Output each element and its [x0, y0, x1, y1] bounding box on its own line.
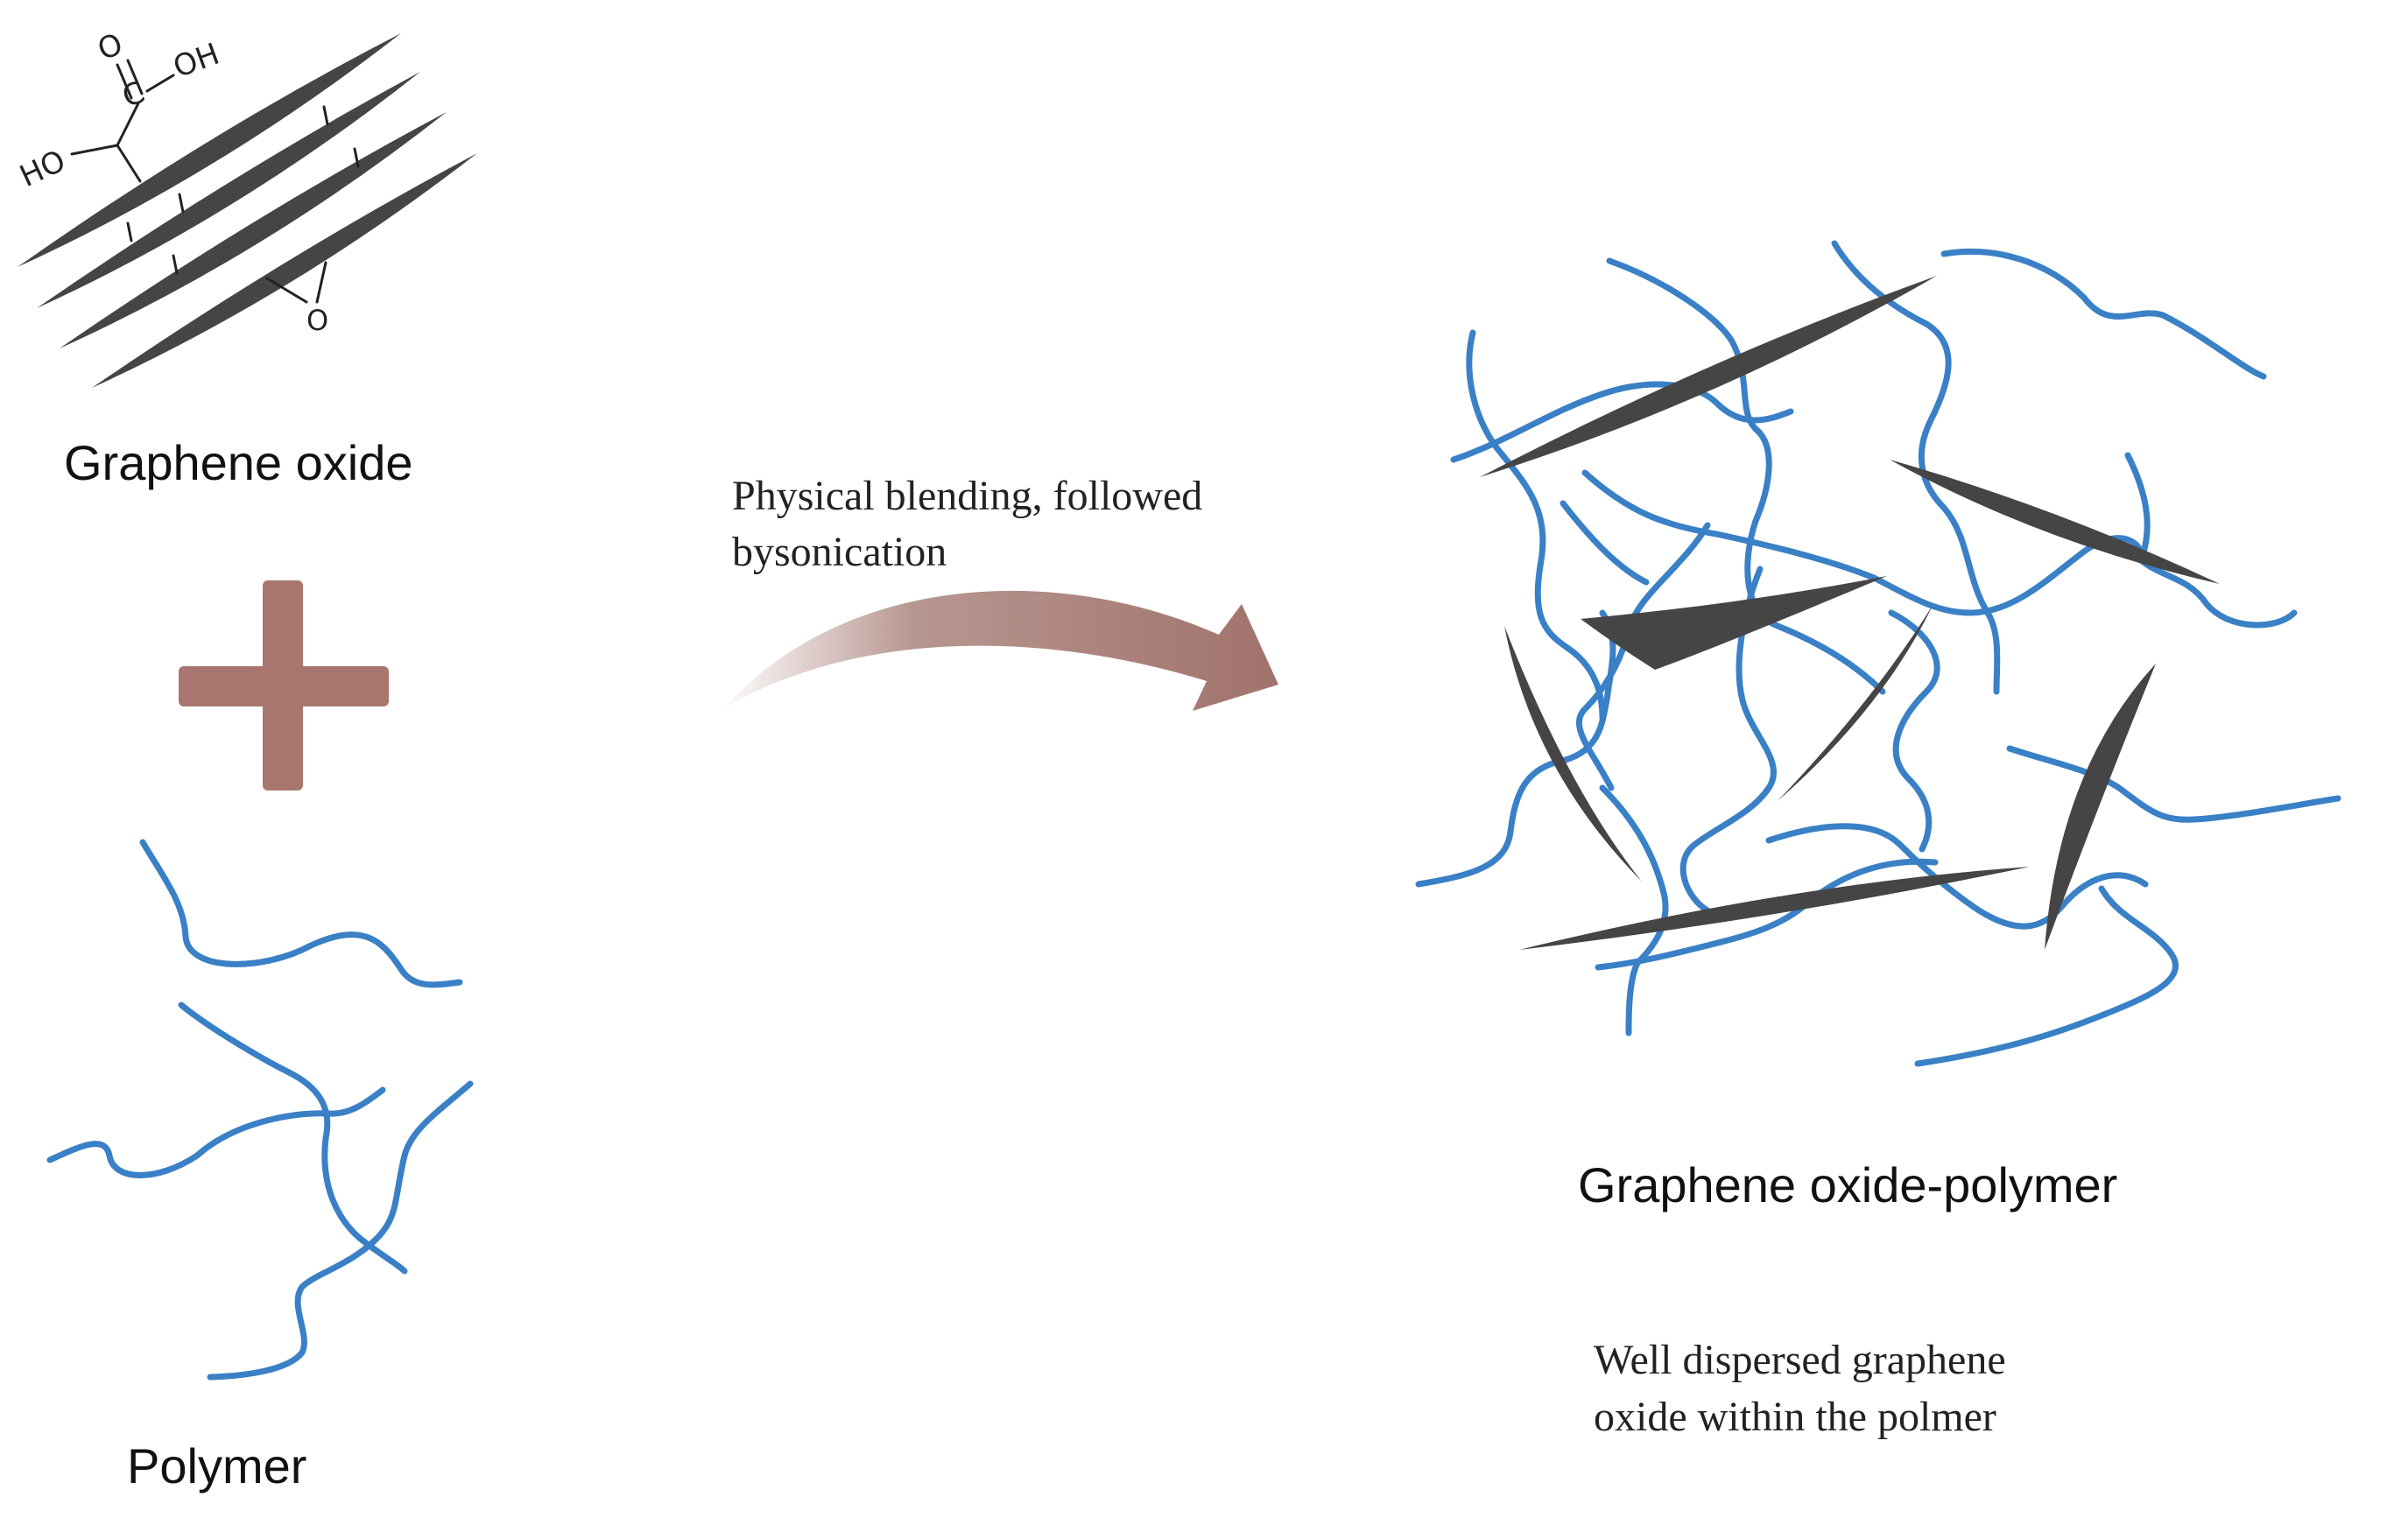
- description-line2: oxide within the polmer: [1594, 1394, 1996, 1440]
- process-label-line2: bysonication: [732, 529, 947, 575]
- graphene-oxide-label: Graphene oxide: [64, 435, 413, 490]
- composite-graphene-sheets: [1480, 276, 2220, 950]
- dispersed-sheet-3: [1581, 576, 1887, 670]
- polymer-chains: [46, 839, 474, 1381]
- epoxide-group: O: [265, 261, 328, 337]
- graphene-sheet-2: [37, 72, 420, 308]
- interlayer-ticks: [126, 105, 360, 275]
- polymer-label: Polymer: [127, 1438, 306, 1493]
- graphene-oxide-stack: O C OH HO O: [15, 26, 477, 388]
- composite-polymer-chains: [1415, 240, 2341, 1067]
- plus-icon: [179, 580, 389, 791]
- graphene-sheet-3: [60, 112, 447, 348]
- process-arrow: [725, 590, 1278, 711]
- description-line1: Well dispersed graphene: [1594, 1337, 2006, 1383]
- graphene-sheet-4: [92, 153, 477, 388]
- dispersed-sheet-2: [1890, 460, 2220, 584]
- carboxyl-oxygen-text: O: [93, 26, 127, 67]
- dispersed-sheet-4: [1504, 626, 1642, 882]
- carboxyl-hydroxyl-text: OH: [169, 37, 224, 85]
- epoxide-oxygen-text: O: [306, 304, 328, 337]
- graphene-sheet-1: [18, 33, 401, 267]
- composite-label: Graphene oxide-polymer: [1578, 1157, 2117, 1212]
- dispersed-sheet-7: [1519, 867, 2030, 950]
- carboxyl-carbon-text: C: [117, 74, 149, 115]
- hydroxyl-text: HO: [15, 144, 71, 194]
- dispersed-sheet-1: [1480, 276, 1937, 477]
- process-label-line1: Physical blending, followed: [732, 473, 1202, 519]
